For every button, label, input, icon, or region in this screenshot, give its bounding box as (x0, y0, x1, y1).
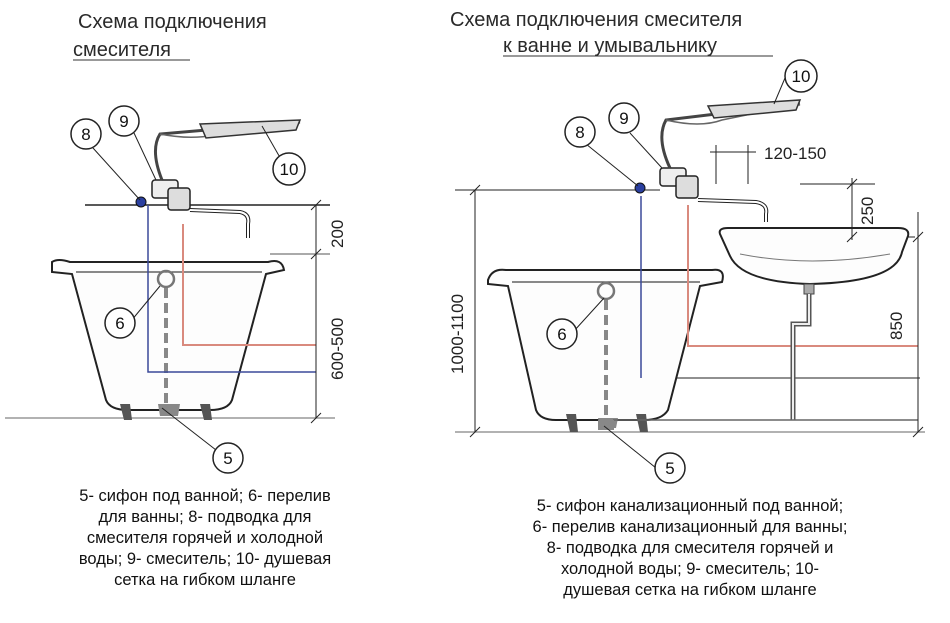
right-callout-6-label: 6 (557, 325, 566, 344)
right-dim-sink-height: 850 (887, 312, 906, 340)
left-dim-height: 600-500 (328, 318, 347, 380)
left-cold-pipe (147, 205, 316, 373)
left-callout-8-label: 8 (81, 125, 90, 144)
left-shower-head (198, 119, 302, 139)
right-callout-6 (546, 318, 578, 350)
left-siphon-body (158, 404, 180, 416)
right-caption-line: 6- перелив канализационный для ванны; (532, 518, 848, 536)
left-shower-hose (154, 120, 301, 181)
left-dim-top: 200 (328, 220, 347, 248)
left-caption: 5- сифон под ванной; 6- перелив для ванн… (20, 486, 390, 591)
right-dim-total: 1000-1100 (448, 294, 467, 374)
left-overflow-ring (156, 269, 176, 289)
left-diagram: Схема подключения смесителя (5, 11, 347, 474)
right-callout-10 (784, 59, 818, 93)
right-caption-line: 8- подводка для смесителя горячей и (546, 539, 834, 557)
left-spout (189, 208, 251, 238)
right-shower-head (706, 99, 802, 119)
right-dim-sink-top: 250 (858, 197, 877, 225)
right-callout-5-label: 5 (665, 459, 674, 478)
right-callout-5 (654, 452, 686, 484)
left-callout-9 (108, 105, 140, 137)
right-caption: 5- сифон канализационный под ванной; 6- … (455, 496, 925, 601)
left-callout-6-label: 6 (115, 314, 124, 333)
left-callout-10 (272, 152, 306, 186)
right-tub-foot (566, 414, 578, 432)
right-hot-pipe (687, 205, 918, 347)
right-callout-9 (608, 102, 640, 134)
left-callout-5-label: 5 (223, 449, 232, 468)
left-title-line-1: Схема подключения (78, 11, 267, 33)
left-supply-connector (135, 196, 147, 208)
left-caption-line: 5- сифон под ванной; 6- перелив (79, 487, 331, 505)
right-diagram: Схема подключения смесителя к ванне и ум… (448, 9, 925, 484)
left-callout-10-label: 10 (280, 160, 299, 179)
left-caption-line: сетка на гибком шланге (114, 571, 296, 589)
right-tub-foot (636, 414, 648, 432)
right-callout-8-label: 8 (575, 123, 584, 142)
right-bathtub (487, 268, 724, 421)
right-dim-offset: 120-150 (764, 144, 826, 163)
left-tub-foot (200, 404, 212, 420)
right-callout-10-label: 10 (792, 67, 811, 86)
left-caption-line: смесителя горячей и холодной (86, 529, 324, 547)
left-hot-pipe (182, 224, 316, 346)
right-title-line-1: Схема подключения смесителя (450, 9, 742, 31)
right-washbasin (718, 227, 910, 286)
left-caption-line: для ванны; 8- подводка для (98, 508, 312, 526)
right-caption-line: холодной воды; 9- смеситель; 10- (560, 560, 819, 578)
right-overflow-ring (596, 281, 616, 301)
left-callout-8 (70, 118, 102, 150)
left-caption-line: воды; 9- смеситель; 10- душевая (78, 550, 332, 568)
left-callout-6 (104, 307, 136, 339)
left-title-line-2: смесителя (73, 39, 171, 61)
right-spout (697, 198, 769, 222)
right-caption-line: 5- сифон канализационный под ванной; (536, 497, 844, 515)
right-callout-9-label: 9 (619, 109, 628, 128)
left-tub-foot (120, 404, 132, 420)
right-basin-drain (790, 294, 812, 420)
right-caption-line: душевая сетка на гибком шланге (563, 581, 817, 599)
right-shower-hose (660, 102, 801, 169)
right-callout-8 (564, 116, 596, 148)
left-callout-5 (212, 442, 244, 474)
left-callout-9-label: 9 (119, 112, 128, 131)
right-title-line-2: к ванне и умывальнику (503, 35, 717, 57)
